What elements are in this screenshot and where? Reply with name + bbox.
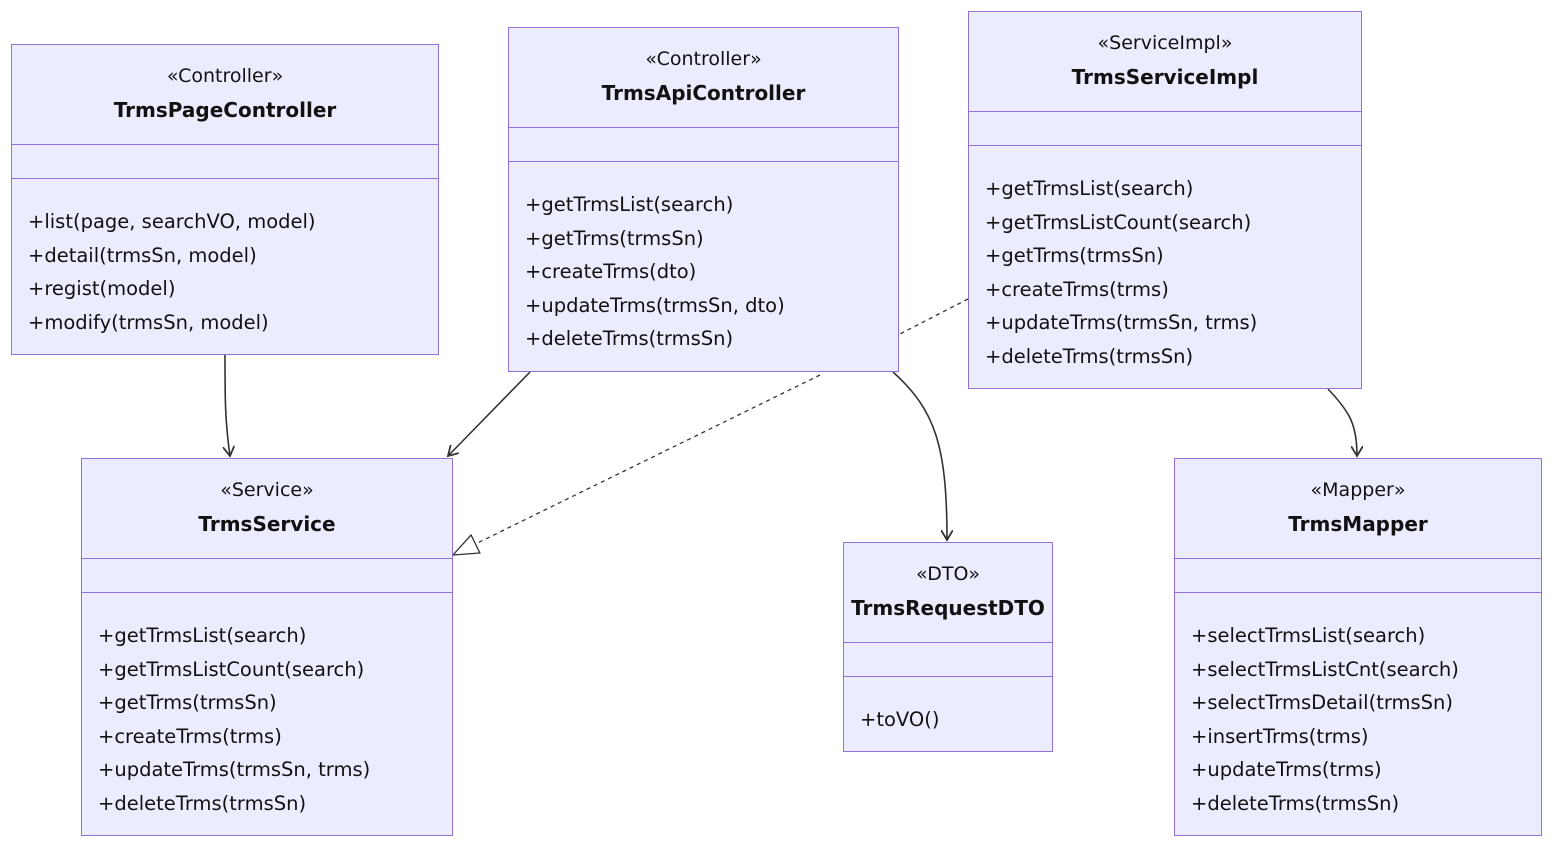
attributes-section: [1175, 559, 1541, 593]
method-item: +updateTrms(trmsSn, trms): [985, 311, 1258, 335]
method-item: +deleteTrms(trmsSn): [98, 791, 307, 815]
methods-list: +toVO(): [860, 703, 1048, 737]
edge-apicontroller-to-service: [448, 371, 531, 456]
method-item: +getTrmsList(search): [525, 193, 734, 216]
attributes-section: [844, 643, 1052, 677]
class-name: TrmsServiceImpl: [1071, 65, 1259, 89]
class-stereotype: «Controller»: [645, 48, 762, 70]
class-trms-service[interactable]: «Service» TrmsService +getTrmsList(searc…: [81, 458, 453, 836]
method-item: +updateTrms(trmsSn, dto): [525, 293, 785, 317]
class-header: «Service» TrmsService: [82, 459, 452, 559]
methods-list: +getTrmsList(search) +getTrmsListCount(s…: [985, 172, 1357, 374]
method-item: +getTrms(trmsSn): [98, 691, 277, 715]
edge-apicontroller-to-dto: [892, 371, 947, 540]
attributes-section: [969, 112, 1361, 146]
class-name: TrmsMapper: [1288, 512, 1428, 536]
method-item: +toVO(): [860, 708, 940, 731]
methods-list: +getTrmsList(search) +getTrms(trmsSn) +c…: [525, 188, 894, 356]
methods-list: +list(page, searchVO, model) +detail(trm…: [28, 205, 434, 339]
method-item: +selectTrmsDetail(trmsSn): [1191, 691, 1454, 715]
class-name: TrmsApiController: [601, 81, 806, 105]
class-header: «Controller» TrmsApiController: [509, 28, 898, 128]
method-item: +getTrmsListCount(search): [985, 210, 1252, 234]
method-item: +regist(model): [28, 277, 176, 301]
method-item: +selectTrmsList(search): [1191, 624, 1426, 647]
method-item: +deleteTrms(trmsSn): [985, 344, 1194, 368]
method-item: +list(page, searchVO, model): [28, 210, 316, 233]
class-header: «DTO» TrmsRequestDTO: [844, 543, 1052, 643]
edge-serviceimpl-to-mapper: [1327, 388, 1357, 456]
method-item: +createTrms(dto): [525, 260, 697, 284]
attributes-section: [82, 559, 452, 593]
class-header: «Mapper» TrmsMapper: [1175, 459, 1541, 559]
class-trms-api-controller[interactable]: «Controller» TrmsApiController +getTrmsL…: [508, 27, 899, 372]
method-item: +getTrms(trmsSn): [985, 244, 1164, 268]
method-item: +detail(trmsSn, model): [28, 243, 257, 267]
method-item: +selectTrmsListCnt(search): [1191, 657, 1459, 681]
method-item: +deleteTrms(trmsSn): [525, 327, 734, 351]
method-item: +modify(trmsSn, model): [28, 310, 269, 334]
class-header: «ServiceImpl» TrmsServiceImpl: [969, 12, 1361, 112]
class-stereotype: «Service»: [220, 479, 314, 501]
class-stereotype: «Mapper»: [1310, 479, 1406, 501]
class-name: TrmsRequestDTO: [851, 596, 1045, 620]
class-name: TrmsPageController: [113, 98, 337, 122]
class-stereotype: «DTO»: [915, 563, 981, 585]
class-trms-service-impl[interactable]: «ServiceImpl» TrmsServiceImpl +getTrmsLi…: [968, 11, 1362, 389]
attributes-section: [12, 145, 438, 179]
method-item: +getTrmsList(search): [985, 177, 1194, 200]
method-item: +createTrms(trms): [98, 724, 282, 748]
methods-list: +getTrmsList(search) +getTrmsListCount(s…: [98, 619, 448, 821]
method-item: +getTrms(trmsSn): [525, 226, 704, 250]
method-item: +createTrms(trms): [985, 277, 1169, 301]
edge-pagecontroller-to-service: [225, 354, 230, 456]
class-trms-mapper[interactable]: «Mapper» TrmsMapper +selectTrmsList(sear…: [1174, 458, 1542, 836]
methods-list: +selectTrmsList(search) +selectTrmsListC…: [1191, 619, 1537, 821]
method-item: +insertTrms(trms): [1191, 724, 1369, 748]
class-name: TrmsService: [198, 512, 336, 536]
edge-serviceimpl-realizes-service-lower: [451, 374, 821, 556]
method-item: +updateTrms(trmsSn, trms): [98, 758, 371, 782]
method-item: +deleteTrms(trmsSn): [1191, 791, 1400, 815]
class-header: «Controller» TrmsPageController: [12, 45, 438, 145]
method-item: +getTrmsListCount(search): [98, 657, 365, 681]
class-trms-request-dto[interactable]: «DTO» TrmsRequestDTO +toVO(): [843, 542, 1053, 752]
class-stereotype: «Controller»: [166, 65, 284, 87]
method-item: +updateTrms(trms): [1191, 758, 1382, 782]
method-item: +getTrmsList(search): [98, 624, 307, 647]
class-stereotype: «ServiceImpl»: [1097, 32, 1233, 54]
class-trms-page-controller[interactable]: «Controller» TrmsPageController +list(pa…: [11, 44, 439, 355]
attributes-section: [509, 128, 898, 162]
edge-serviceimpl-realizes-service: [897, 298, 969, 336]
